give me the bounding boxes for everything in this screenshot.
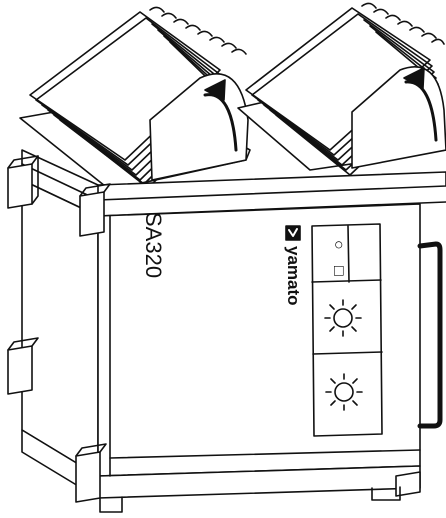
slide-rack-right [237,2,446,176]
power-on-symbol: ○ [330,240,347,250]
model-label-group: SA320 [141,212,166,278]
power-switch-symbols: ○ □ [330,240,347,276]
corner-bumpers [7,155,421,503]
brand-label-group: yamato [284,246,303,306]
check-mark-logo [285,225,301,241]
sun-dial-icon-upper [324,299,362,337]
brand-label: yamato [284,246,303,306]
model-label: SA320 [141,212,166,278]
control-panel [311,223,383,437]
power-off-symbol: □ [330,266,347,276]
sun-dial-icon-lower [325,373,363,411]
slide-rack-left [19,6,251,191]
feet [99,486,401,513]
side-handle [417,241,443,429]
